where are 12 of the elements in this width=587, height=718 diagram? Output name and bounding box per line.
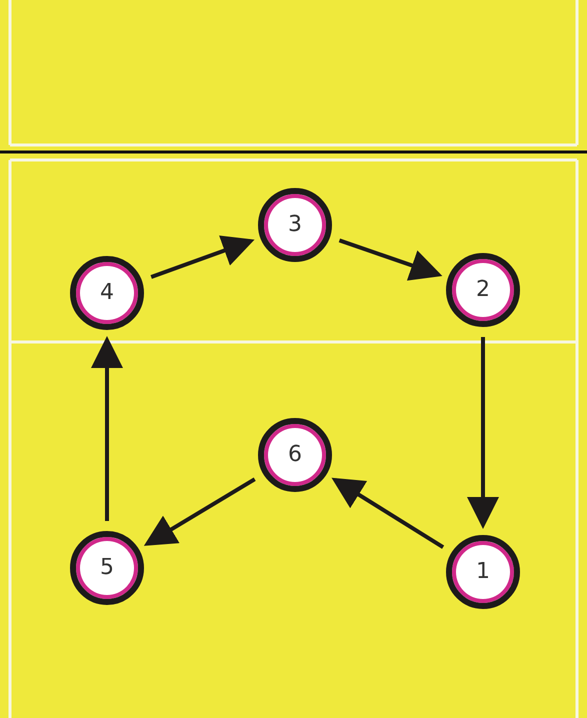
player-number: 4: [100, 282, 114, 304]
player-number: 6: [288, 444, 302, 466]
arrow: [338, 238, 442, 281]
player-number: 5: [100, 557, 114, 579]
player-number: 2: [476, 279, 490, 301]
arrow: [150, 235, 255, 279]
arrow: [144, 478, 256, 546]
player-number: 1: [476, 561, 490, 583]
player-number: 3: [288, 214, 302, 236]
arrow: [467, 337, 499, 529]
arrow: [332, 478, 444, 549]
arrow: [91, 336, 123, 521]
